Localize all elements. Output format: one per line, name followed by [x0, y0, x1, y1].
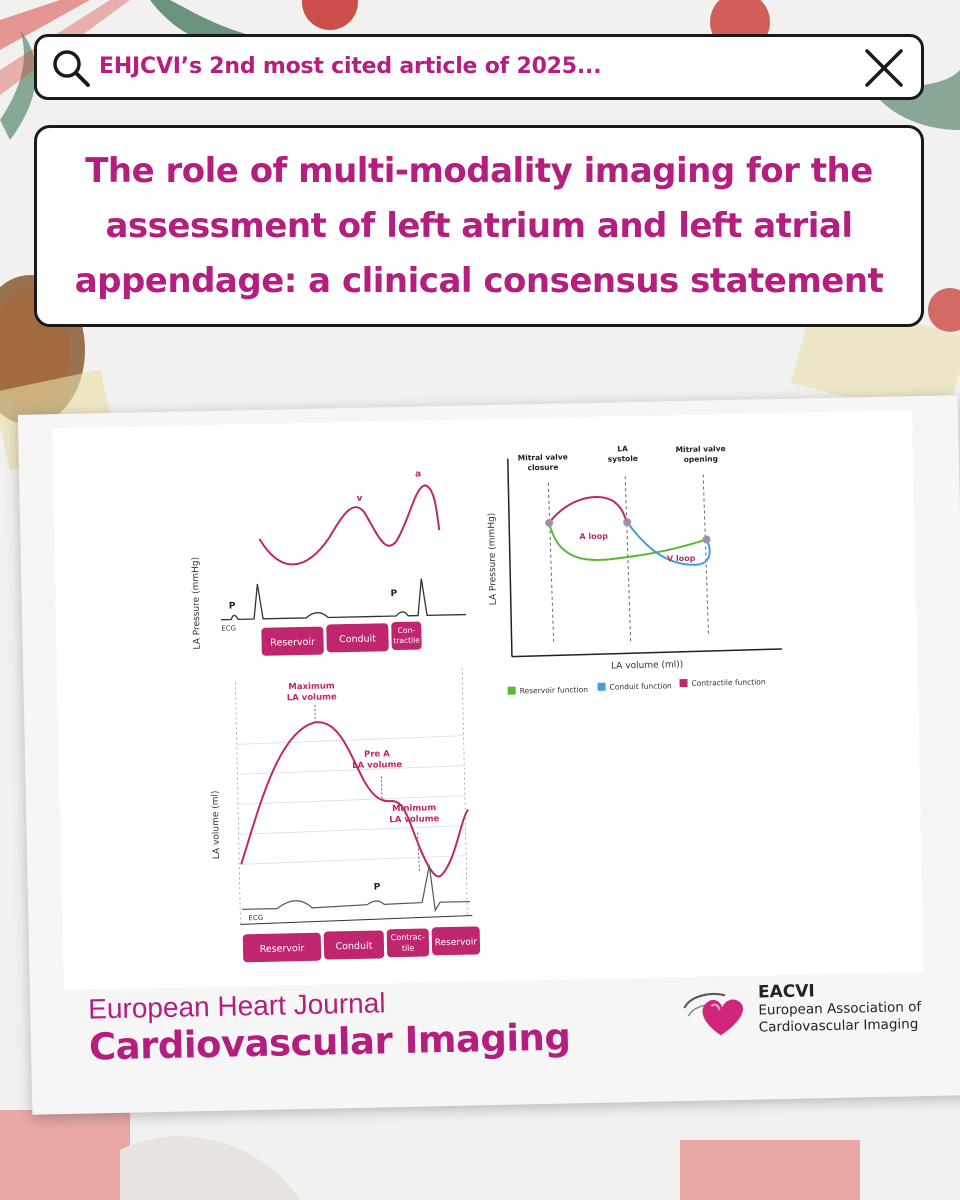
article-title: The role of multi-modality imaging for t… [65, 144, 894, 309]
phase-contractile [386, 928, 430, 958]
phase-reservoir [242, 932, 322, 963]
phase-conduit [326, 623, 389, 653]
pv-loop-panel: LA Pressure (mmHg) LA volume (ml)) Mitra… [487, 444, 782, 695]
max-volume-label: LA volume [287, 692, 337, 703]
pressure-v-label: v [357, 494, 363, 504]
phase-contractile-label: Con- [398, 626, 416, 635]
loop-ylabel: LA Pressure (mmHg) [487, 513, 499, 606]
prea-volume-label: LA volume [352, 760, 402, 771]
phase-conduit [323, 930, 385, 960]
legend-conduit: Conduit function [610, 681, 673, 691]
min-volume-label: Minimum [392, 803, 436, 814]
v-loop-label: V loop [667, 554, 696, 564]
pressure-p-label: P [229, 601, 236, 611]
journal-card: LA Pressure (mmHg) v a P P ECG Reservoir… [17, 395, 960, 1115]
article-title-box: The role of multi-modality imaging for t… [34, 125, 924, 327]
society-name-line: Cardiovascular Imaging [758, 1016, 919, 1036]
phase-contractile-label: tile [402, 944, 415, 953]
figure-panel: LA Pressure (mmHg) v a P P ECG Reservoir… [52, 410, 924, 991]
pressure-ecg-label: ECG [221, 624, 236, 632]
search-query-text[interactable]: EHJCVI’s 2nd most cited article of 2025.… [99, 54, 602, 79]
pressure-panel: LA Pressure (mmHg) v a P P ECG Reservoir… [191, 469, 467, 656]
phase-contractile-label: tractile [393, 636, 420, 646]
title-line: appendage: a clinical consensus statemen… [74, 260, 884, 301]
loop-xlabel: LA volume (ml)) [611, 660, 683, 672]
phase-conduit-label: Conduit [335, 941, 372, 953]
legend-contractile: Contractile function [691, 677, 765, 688]
phase-contractile-label: Contrac- [391, 933, 425, 943]
mitral-opening-label: opening [684, 454, 718, 464]
volume-panel: LA volume (ml) Maximum LA volume Pre A L… [211, 667, 481, 963]
society-full-name: European Association of Cardiovascular I… [758, 998, 960, 1036]
heart-logo-icon [683, 992, 743, 1036]
phase-reservoir-label: Reservoir [270, 637, 315, 649]
title-line: The role of multi-modality imaging for t… [85, 150, 873, 191]
ornament-icon [302, 0, 358, 30]
conduit-loop [626, 521, 711, 566]
volume-ecg-label: ECG [248, 914, 263, 922]
pressure-ecg-trace [221, 578, 467, 621]
volume-curve [240, 721, 469, 878]
volume-p-label: P [374, 882, 381, 892]
mitral-opening-label: Mitral valve [676, 444, 726, 454]
la-function-figure: LA Pressure (mmHg) v a P P ECG Reservoir… [191, 444, 782, 963]
volume-ecg-trace [242, 865, 471, 913]
search-icon[interactable] [49, 46, 93, 90]
legend-reservoir: Reservoir function [520, 685, 589, 695]
mitral-closure-label: Mitral valve [518, 452, 568, 462]
phase-reservoir-label: Reservoir [260, 943, 305, 955]
title-line: assessment of left atrium and left atria… [105, 205, 853, 246]
contractile-loop [548, 496, 629, 524]
pressure-ylabel: LA Pressure (mmHg) [191, 557, 203, 650]
pressure-p-label: P [391, 589, 398, 599]
phase-reservoir-label: Reservoir [435, 937, 478, 948]
max-volume-label: Maximum [288, 681, 335, 692]
mitral-closure-label: closure [528, 463, 559, 473]
a-loop-label: A loop [579, 532, 608, 542]
ornament-icon [928, 288, 960, 332]
journal-name-line2: Cardiovascular Imaging [88, 1015, 571, 1069]
phase-conduit-label: Conduit [339, 633, 376, 645]
society-acronym: EACVI [757, 981, 815, 1003]
prea-volume-label: Pre A [364, 749, 390, 760]
phase-contractile [391, 621, 422, 651]
phase-reservoir [431, 926, 481, 956]
close-icon[interactable] [863, 47, 905, 89]
search-bar[interactable]: EHJCVI’s 2nd most cited article of 2025.… [34, 34, 924, 100]
pressure-curve [258, 484, 441, 566]
pressure-a-label: a [415, 469, 421, 479]
la-systole-label: LA [617, 444, 628, 453]
volume-ylabel: LA volume (ml) [211, 790, 222, 859]
phase-reservoir [261, 626, 324, 656]
reservoir-loop [548, 522, 707, 561]
la-systole-label: systole [608, 454, 638, 464]
min-volume-label: LA volume [389, 814, 439, 825]
